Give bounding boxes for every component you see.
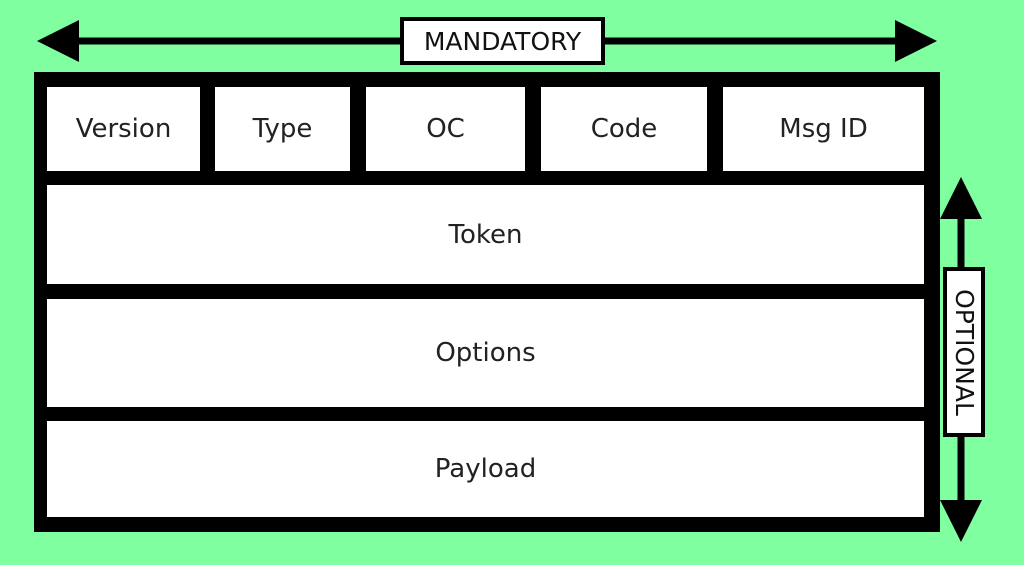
section-payload: Payload: [47, 421, 924, 517]
field-code: Code: [541, 87, 707, 171]
section-token: Token: [47, 185, 924, 284]
mandatory-label-text: MANDATORY: [423, 26, 582, 56]
field-oc: OC: [366, 87, 525, 171]
section-options: Options: [47, 299, 924, 407]
field-type: Type: [215, 87, 350, 171]
optional-label-text: OPTIONAL: [949, 288, 979, 416]
field-msg-id: Msg ID: [723, 87, 924, 171]
optional-label: OPTIONAL: [943, 267, 985, 437]
packet-frame: Version Type OC Code Msg ID Token Option…: [34, 72, 940, 532]
mandatory-label: MANDATORY: [400, 17, 605, 65]
field-version: Version: [47, 87, 200, 171]
